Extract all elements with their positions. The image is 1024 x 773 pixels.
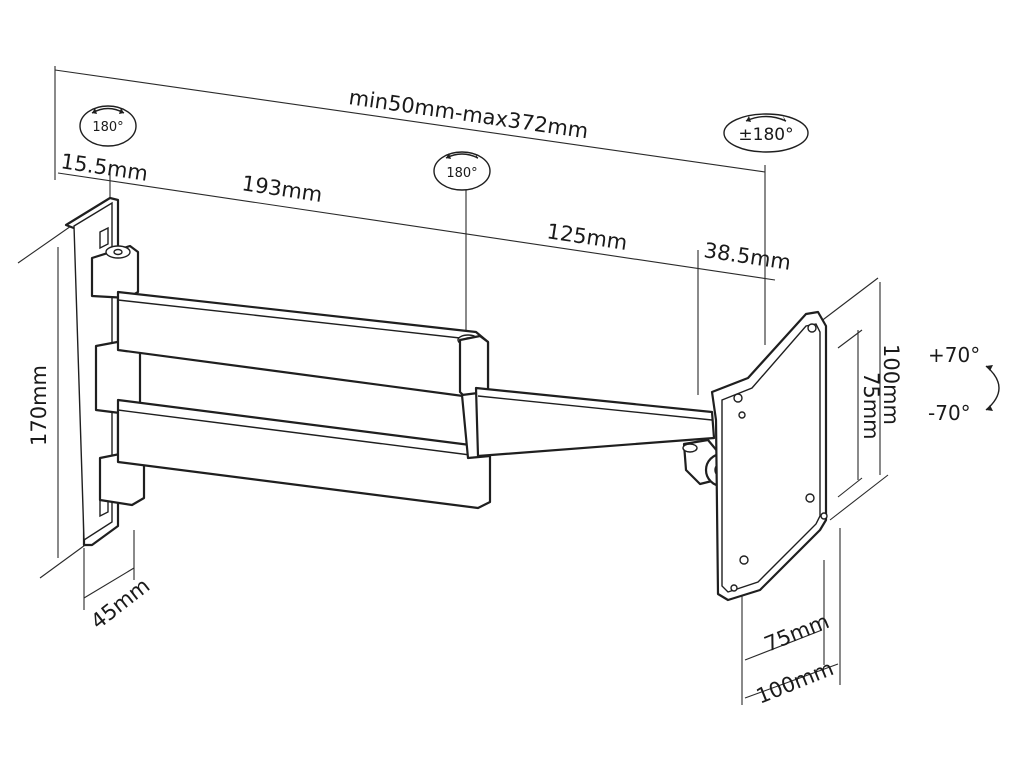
plate-depth-label: 45mm xyxy=(86,573,154,634)
tilt-down-label: -70° xyxy=(928,401,971,425)
vesa-h-inner-label: 75mm xyxy=(859,372,883,440)
wall-swivel-label: 180° xyxy=(92,120,123,135)
plate-height-label: 170mm xyxy=(27,365,51,446)
total-reach-label: min50mm-max372mm xyxy=(347,85,590,143)
first-arm xyxy=(116,290,492,510)
elbow-swivel-label: 180° xyxy=(446,166,477,181)
vesa-h-outer-label: 100mm xyxy=(879,344,903,425)
rotation-bubble-wall: 180° xyxy=(79,105,137,147)
arm-two-label: 125mm xyxy=(545,219,629,255)
vesa-plate xyxy=(710,310,828,602)
vesa-w-outer-label: 100mm xyxy=(753,656,837,709)
rotation-bubble-head: ±180° xyxy=(723,113,809,153)
head-offset-label: 38.5mm xyxy=(702,238,792,275)
dimension-lines xyxy=(17,66,889,705)
rotation-bubble-elbow: 180° xyxy=(433,151,491,191)
vesa-w-inner-label: 75mm xyxy=(761,609,833,657)
tilt-arrow: +70° -70° xyxy=(928,343,1000,425)
tilt-up-label: +70° xyxy=(928,343,980,367)
wall-hinge xyxy=(90,244,146,507)
second-arm xyxy=(474,386,716,458)
head-rotation-label: ±180° xyxy=(738,125,793,145)
